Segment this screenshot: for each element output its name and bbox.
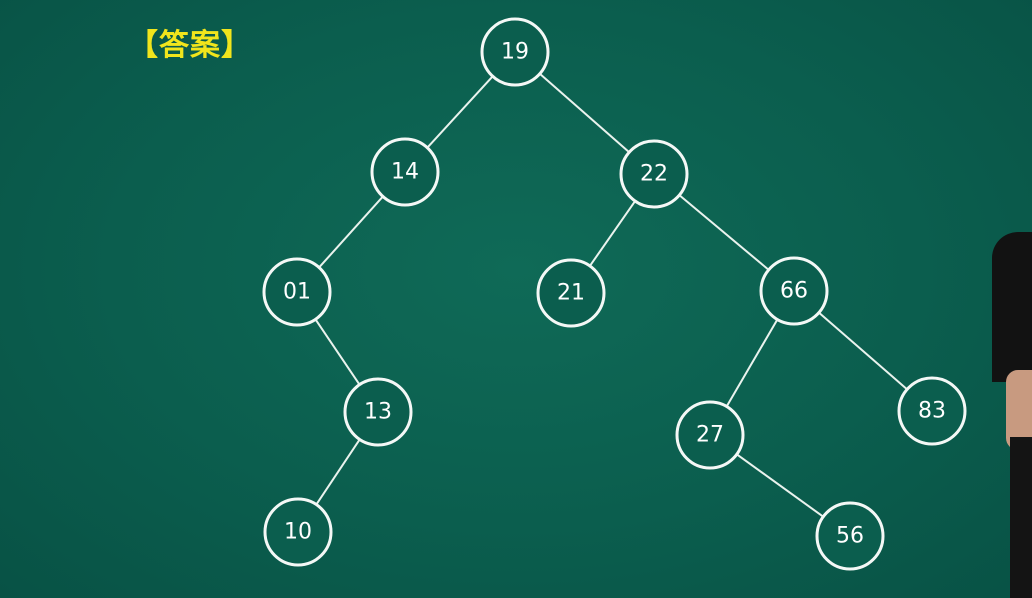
tree-node-label: 14	[391, 160, 419, 185]
tree-node-circle	[263, 497, 333, 567]
tree-edge	[426, 75, 494, 149]
tree-nodes: 19 14 22 01 21 66 13 27 83 10 56	[262, 17, 967, 571]
tree-node-label: 22	[640, 162, 668, 187]
tree-edge	[314, 318, 361, 386]
tree-node-label: 10	[284, 520, 312, 545]
tree-node-21: 21	[536, 258, 606, 328]
tree-node-circle	[370, 137, 440, 207]
tree-edges	[314, 73, 908, 518]
tree-edge	[678, 194, 770, 271]
tree-edge	[318, 195, 384, 269]
tree-node-circle	[675, 400, 745, 470]
tree-node-19: 19	[480, 17, 550, 87]
tree-node-27: 27	[675, 400, 745, 470]
tree-node-83: 83	[897, 376, 967, 446]
tree-node-label: 13	[364, 400, 392, 425]
answer-label: 【答案】	[128, 28, 252, 63]
tree-node-label: 83	[918, 399, 946, 424]
tree-node-label: 21	[557, 281, 585, 306]
tree-node-10: 10	[263, 497, 333, 567]
presenter-figure	[990, 232, 1032, 598]
tree-edge	[736, 453, 824, 518]
tree-node-14: 14	[370, 137, 440, 207]
tree-node-circle	[759, 256, 829, 326]
tree-node-circle	[536, 258, 606, 328]
tree-edge	[539, 73, 630, 153]
tree-node-01: 01	[262, 257, 332, 327]
tree-edge	[315, 438, 361, 506]
tree-node-circle	[619, 139, 689, 209]
tree-edge	[818, 311, 908, 391]
tree-node-circle	[480, 17, 550, 87]
tree-node-66: 66	[759, 256, 829, 326]
tree-node-label: 66	[780, 279, 808, 304]
tree-node-56: 56	[815, 501, 885, 571]
tree-node-13: 13	[343, 377, 413, 447]
tree-node-label: 19	[501, 40, 529, 65]
tree-node-circle	[897, 376, 967, 446]
tree-node-circle	[262, 257, 332, 327]
tree-node-22: 22	[619, 139, 689, 209]
tree-node-circle	[343, 377, 413, 447]
tree-edge	[725, 319, 779, 407]
tree-node-label: 01	[283, 280, 311, 305]
tree-node-label: 56	[836, 524, 864, 549]
tree-edge	[589, 200, 636, 267]
tree-node-circle	[815, 501, 885, 571]
tree-node-label: 27	[696, 423, 724, 448]
